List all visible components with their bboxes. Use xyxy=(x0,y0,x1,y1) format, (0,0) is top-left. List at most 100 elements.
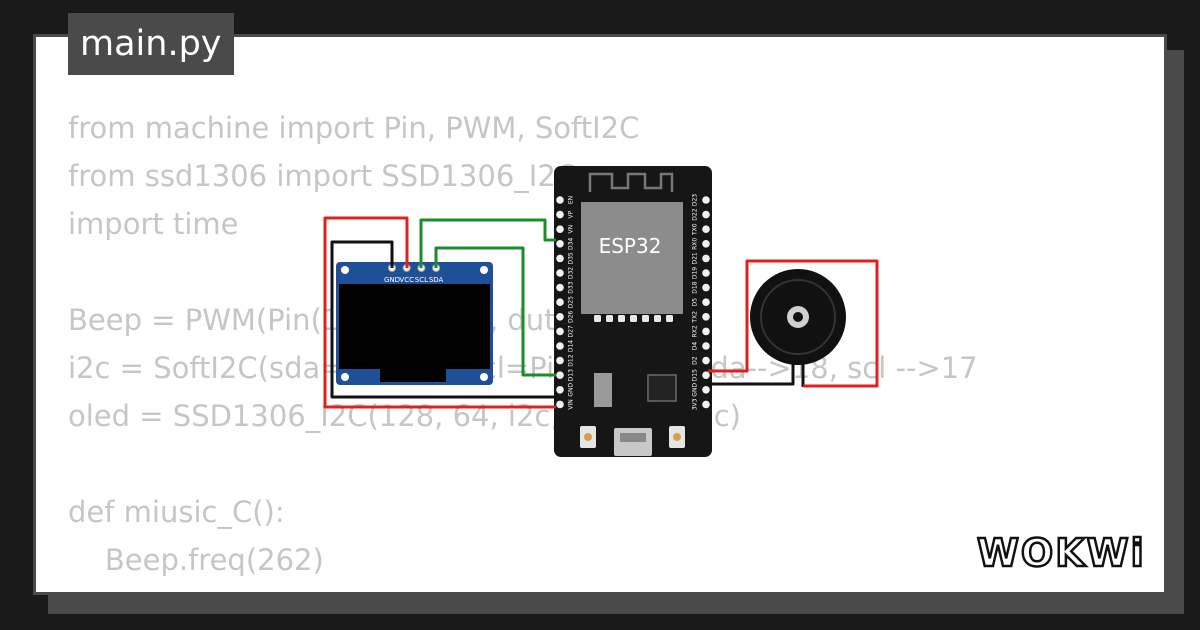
buzzer-hole-center xyxy=(793,312,803,322)
esp32-pin xyxy=(556,196,564,204)
esp32-pin xyxy=(702,356,710,365)
esp32-pin xyxy=(556,210,564,219)
esp32-pin xyxy=(556,240,564,248)
esp32-pin-label: TX2 xyxy=(692,311,699,324)
esp32-pin xyxy=(556,298,564,307)
esp32-pin xyxy=(702,225,710,233)
esp32-pin-label: D12 xyxy=(568,354,575,366)
esp32-pin-label: EN xyxy=(568,196,575,204)
code-line: Beep.freq(262) xyxy=(68,543,324,577)
esp32-pin-label: RX0 xyxy=(692,238,699,250)
wire-buzzer-gnd xyxy=(708,375,795,386)
esp32-pin xyxy=(556,386,564,394)
esp32-pin xyxy=(556,269,564,277)
esp32-pin-label: D4 xyxy=(692,342,699,351)
esp32-pin-label: D23 xyxy=(692,194,699,206)
wire-gnd xyxy=(330,240,556,399)
esp32-pin-label: D15 xyxy=(692,369,699,381)
esp32-pin xyxy=(556,371,564,380)
code-line: import time xyxy=(68,207,239,241)
esp32-pin xyxy=(702,327,710,336)
esp32-pin xyxy=(702,254,710,263)
oled-mount-hole xyxy=(480,373,488,381)
oled-mount-hole xyxy=(480,266,488,274)
esp32-pin-label: D34 xyxy=(568,237,575,249)
chip-leg xyxy=(666,315,673,322)
esp32-pin-label: D13 xyxy=(568,369,575,381)
buzzer[interactable] xyxy=(750,269,846,387)
oled-pin-label: SCL xyxy=(415,276,428,284)
esp32-pin-label: D27 xyxy=(568,325,575,337)
code-line: from machine import Pin, PWM, SoftI2C xyxy=(68,111,640,145)
oled-ribbon xyxy=(380,369,446,382)
code-line: from ssd1306 import SSD1306_I2C xyxy=(68,159,577,193)
esp32-pin xyxy=(702,283,710,292)
esp32-pin-label: D22 xyxy=(692,208,699,220)
oled-mount-hole xyxy=(341,373,349,381)
esp32-pin-label: TX0 xyxy=(692,223,699,236)
esp32-pin xyxy=(702,342,710,350)
esp32-right-pins: D23D22TX0RX0D21D19D18D5TX2RX2D4D2D15GND3… xyxy=(692,194,710,410)
esp32-pin-label: D35 xyxy=(568,252,575,264)
esp32-pin xyxy=(702,371,710,380)
esp32-chip-legs xyxy=(594,315,673,322)
oled-mount-hole xyxy=(341,266,349,274)
esp32-pin xyxy=(702,240,710,248)
wokwi-logo[interactable]: WOKWi xyxy=(975,528,1150,578)
esp32-pin xyxy=(702,210,710,219)
esp32-antenna xyxy=(588,172,674,192)
esp32-pin xyxy=(702,400,710,409)
esp32-pin-label: D19 xyxy=(692,267,699,279)
oled-pin-label: VCC xyxy=(399,276,414,284)
file-tab[interactable]: main.py xyxy=(68,13,234,75)
esp32-regulator xyxy=(594,373,612,407)
esp32-usb-chip xyxy=(647,374,677,402)
esp32-pin-label: VP xyxy=(568,210,575,218)
wire-vcc xyxy=(323,216,556,409)
esp32-pin-label: GND xyxy=(692,383,699,397)
esp32-pin xyxy=(702,298,710,307)
esp32-pin-label: D5 xyxy=(692,298,699,307)
en-button-cap xyxy=(584,433,592,441)
esp32-pin xyxy=(556,225,564,233)
esp32-pin-label: D32 xyxy=(568,267,575,279)
esp32-pin-label: D26 xyxy=(568,310,575,322)
esp32-pin xyxy=(556,400,564,409)
esp32-pin-label: VIN xyxy=(568,399,575,409)
esp32-pin-label: VN xyxy=(568,225,575,234)
esp32-pin xyxy=(556,356,564,365)
esp32-pin xyxy=(702,313,710,321)
oled-pin-label: SDA xyxy=(429,276,444,284)
esp32-pin-label: RX2 xyxy=(692,325,699,337)
esp32-pin xyxy=(702,269,710,277)
chip-leg xyxy=(606,315,613,322)
esp32-pin-label: 3V3 xyxy=(692,398,699,410)
wire-scl xyxy=(419,218,556,268)
esp32-chip-label: ESP32 xyxy=(599,234,662,258)
esp32-pin-label: D33 xyxy=(568,281,575,293)
usb-port-inner xyxy=(620,433,646,442)
wires xyxy=(323,216,879,409)
esp32-pin-label: D21 xyxy=(692,252,699,264)
esp32-pin-label: D18 xyxy=(692,281,699,293)
esp32-pin-label: GND xyxy=(568,383,575,397)
chip-leg xyxy=(654,315,661,322)
wire-sda xyxy=(434,246,556,377)
esp32-pin xyxy=(556,327,564,336)
boot-button-cap xyxy=(673,433,681,441)
esp32-pin-label: D25 xyxy=(568,296,575,308)
chip-leg xyxy=(630,315,637,322)
chip-leg xyxy=(594,315,601,322)
oled-screen xyxy=(339,284,490,369)
esp32-pin-label: D14 xyxy=(568,340,575,352)
esp32-board[interactable]: ESP32 ENVPVND34D35D32D33D25D26D27D14D12D… xyxy=(554,166,712,457)
esp32-pin-label: D2 xyxy=(692,356,699,365)
chip-leg xyxy=(642,315,649,322)
buzzer-ring xyxy=(760,279,836,355)
chip-leg xyxy=(618,315,625,322)
esp32-pin xyxy=(556,283,564,292)
esp32-chip xyxy=(581,202,683,314)
